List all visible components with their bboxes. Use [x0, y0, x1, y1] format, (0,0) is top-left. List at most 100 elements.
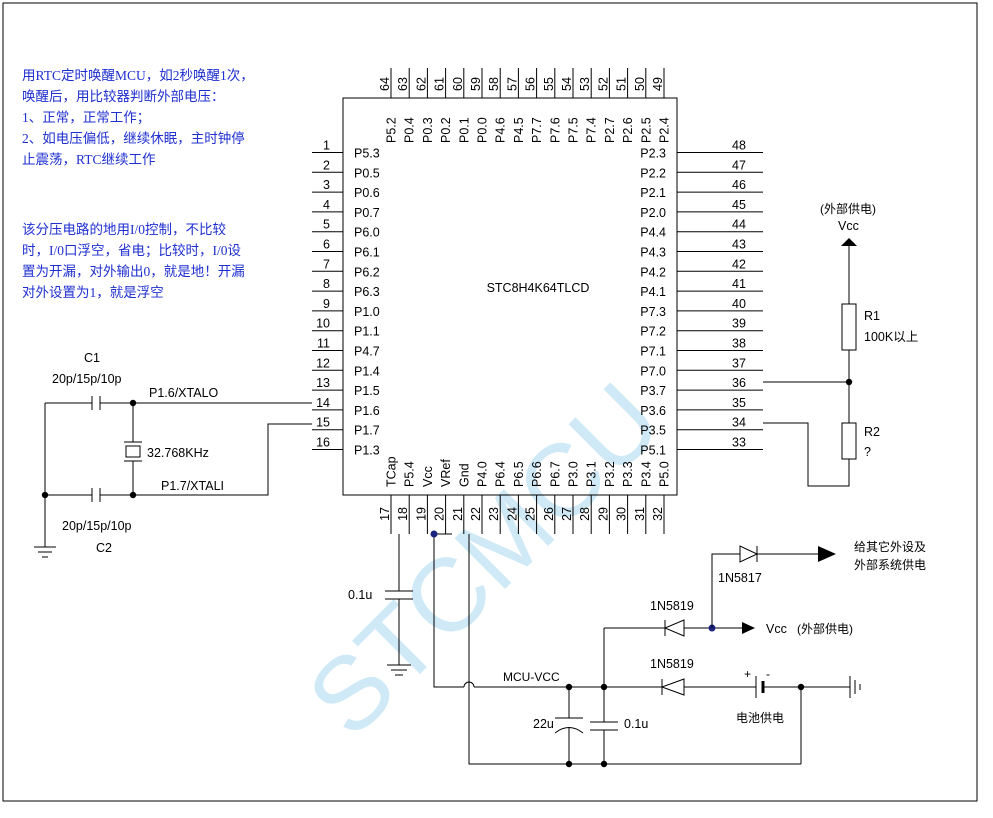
pin-name: P1.4	[354, 364, 380, 378]
power-circuit: 0.1u MCU-VCC 22u 0.1u 1N5819	[348, 530, 926, 768]
vcc-external-label: Vcc	[766, 622, 787, 636]
pin-number: 24	[505, 507, 519, 521]
pin-number: 14	[316, 396, 330, 410]
pin-name: P7.2	[640, 325, 666, 339]
pin-number: 38	[732, 337, 746, 351]
right-pin-group: 48P2.347P2.246P2.145P2.044P4.443P4.342P4…	[640, 139, 763, 458]
pin-number: 57	[505, 77, 519, 91]
pin-number: 54	[560, 77, 574, 91]
pin-number: 10	[316, 317, 330, 331]
voltage-divider: (外部供电) Vcc R1 100K以上 R2 ?	[763, 201, 918, 487]
xtali-label: P1.7/XTALI	[161, 479, 224, 493]
pin-name: P4.3	[640, 246, 666, 260]
pin-number: 47	[732, 158, 746, 172]
diode-1n5819-a-label: 1N5819	[650, 599, 694, 613]
r1-value: 100K以上	[864, 330, 918, 344]
peripheral-note-line1: 给其它外设及	[854, 539, 926, 554]
pin-name: P5.3	[354, 147, 380, 161]
ground-icon	[849, 676, 861, 698]
battery-minus: -	[766, 667, 770, 681]
pin-number: 3	[323, 178, 330, 192]
pin-number: 26	[542, 507, 556, 521]
pin-number: 12	[316, 356, 330, 370]
c1-label: C1	[84, 351, 100, 365]
pin-number: 33	[732, 436, 746, 450]
pin-name: P7.1	[640, 345, 666, 359]
r2-value: ?	[864, 445, 871, 459]
pin-name: P0.0	[476, 117, 490, 143]
pin-number: 53	[578, 77, 592, 91]
chip-body	[342, 97, 678, 496]
pin-name: P4.4	[640, 226, 666, 240]
pin-name: P4.0	[476, 461, 490, 487]
r1-resistor	[841, 303, 857, 351]
pin-name: P1.6	[354, 404, 380, 418]
pin-name: P4.6	[494, 117, 508, 143]
pin-number: 44	[732, 218, 746, 232]
pin-number: 62	[414, 77, 428, 91]
pin-number: 4	[323, 198, 330, 212]
pin-name: P1.5	[354, 384, 380, 398]
battery-label: 电池供电	[736, 711, 784, 725]
pin-name: P7.3	[640, 305, 666, 319]
note-line: 用RTC定时唤醒MCU，如2秒唤醒1次，	[22, 68, 254, 83]
pin-name: P6.3	[354, 285, 380, 299]
pin-name: P6.4	[494, 461, 508, 487]
frame-border	[2, 2, 978, 802]
note-rtc-wakeup: 用RTC定时唤醒MCU，如2秒唤醒1次， 唤醒后，用比较器判断外部电压： 1、正…	[22, 68, 254, 167]
pin-number: 18	[396, 507, 410, 521]
pin-number: 20	[433, 507, 447, 521]
diode-1n5817	[739, 545, 759, 563]
pin-name: P3.0	[567, 461, 581, 487]
chip-name: STC8H4K64TLCD	[487, 281, 590, 295]
pin-number: 2	[323, 158, 330, 172]
cap-22u-value: 22u	[533, 717, 554, 731]
pin-number: 56	[524, 77, 538, 91]
pin-number: 9	[323, 297, 330, 311]
top-pin-group: 64P5.263P0.462P0.361P0.260P0.159P0.058P4…	[378, 68, 672, 143]
pin-name: P6.1	[354, 246, 380, 260]
vcc-label: Vcc	[838, 219, 859, 233]
pin-number: 45	[732, 198, 746, 212]
pin-name: P6.6	[530, 461, 544, 487]
pin-number: 64	[378, 77, 392, 91]
note-line: 2、如电压偏低，继续休眠，主时钟停	[22, 130, 245, 146]
pin-number: 50	[633, 77, 647, 91]
note-line: 对外设置为1，就是浮空	[22, 285, 164, 300]
pin-name: P3.6	[640, 404, 666, 418]
pin-name: P5.2	[385, 117, 399, 143]
pin-name: P2.2	[640, 166, 666, 180]
pin-number: 55	[542, 77, 556, 91]
pin-number: 36	[732, 376, 746, 390]
mcu-vcc-label: MCU-VCC	[503, 670, 560, 684]
pin-name: P0.2	[439, 117, 453, 143]
peripheral-note-line2: 外部系统供电	[854, 557, 926, 572]
pin-number: 21	[451, 507, 465, 521]
pin-number: 1	[323, 139, 330, 153]
left-pin-group: 1P5.32P0.53P0.64P0.75P6.06P6.17P6.28P6.3…	[312, 139, 380, 458]
pin-number: 8	[323, 277, 330, 291]
pin-name: P1.3	[354, 444, 380, 458]
pin-number: 6	[323, 238, 330, 252]
pin-name: P7.5	[567, 117, 581, 143]
bottom-pin-group: 17TCap18P5.419Vcc20VRef21Gnd22P4.023P6.4…	[378, 456, 672, 534]
pin-name: P0.3	[421, 117, 435, 143]
ground-icon	[387, 664, 411, 676]
pin-name: P4.2	[640, 265, 666, 279]
cap-01u-value: 0.1u	[624, 717, 648, 731]
pin-name: P7.6	[548, 117, 562, 143]
pin-name: P0.1	[457, 117, 471, 143]
pin-name: P6.7	[548, 461, 562, 487]
pin-number: 25	[524, 507, 538, 521]
pin-name: P5.0	[658, 461, 672, 487]
pin-name: P3.1	[585, 461, 599, 487]
vcc-arrow-icon	[841, 238, 857, 246]
pin-name: P0.5	[354, 166, 380, 180]
pin-number: 28	[578, 507, 592, 521]
crystal-frequency: 32.768KHz	[147, 446, 209, 460]
pin-name: VRef	[439, 459, 453, 487]
pin-name: P1.0	[354, 305, 380, 319]
pin-number: 40	[732, 297, 746, 311]
vcc-out-arrow-icon	[742, 622, 755, 634]
